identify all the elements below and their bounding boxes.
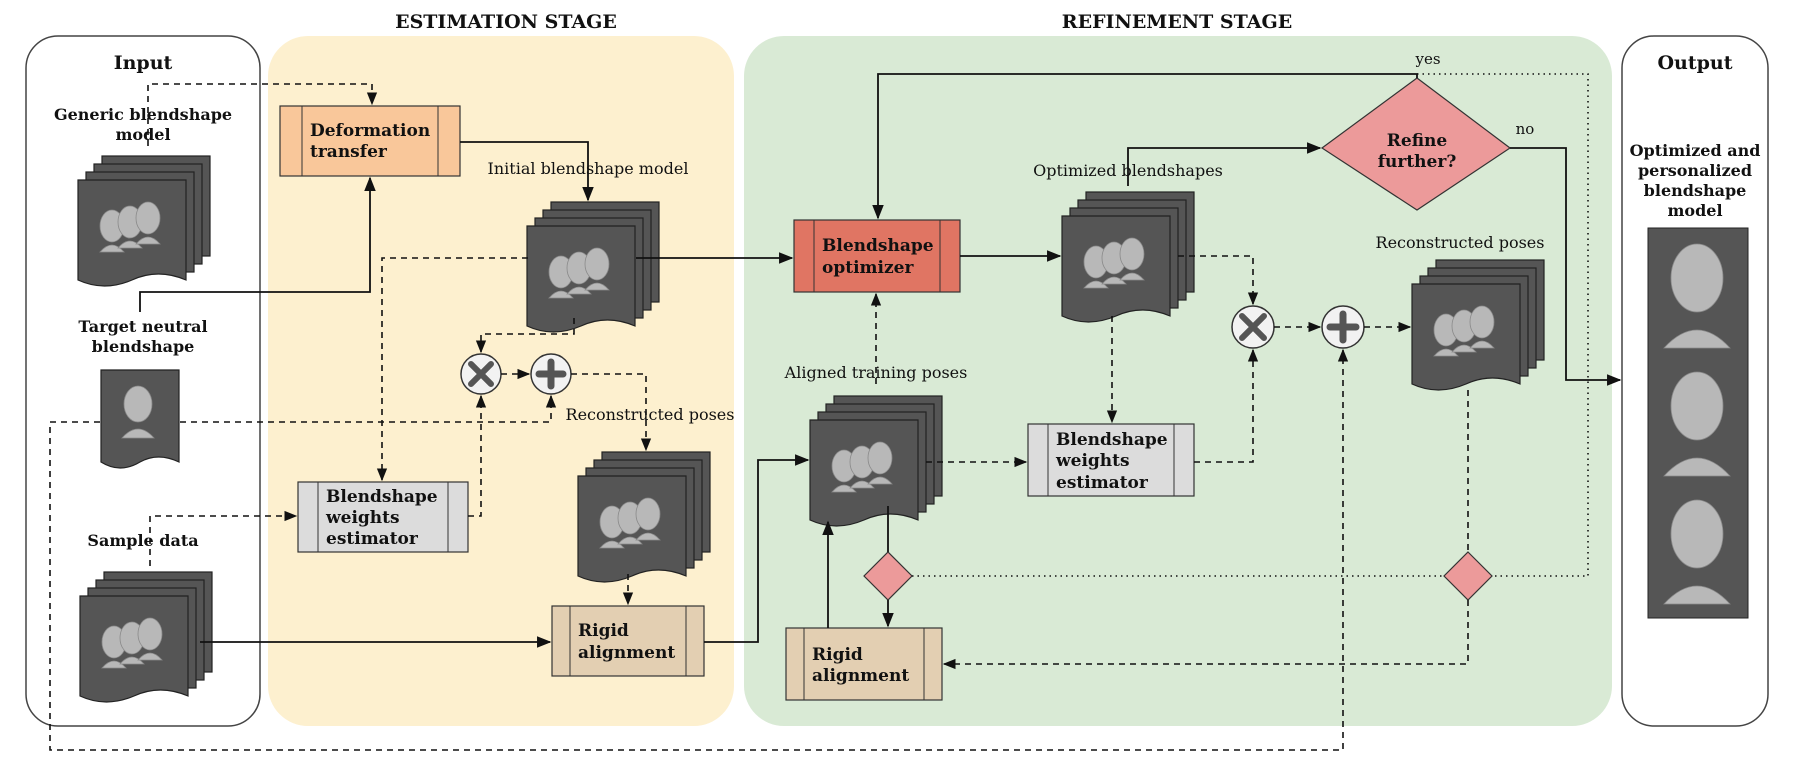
input-panel-title: Input	[114, 52, 173, 74]
output-panel-title: Output	[1657, 52, 1732, 74]
output-label-1: Optimized and	[1630, 141, 1761, 160]
estimation-weights-estimator-box	[297, 481, 469, 553]
estimation-stage-title: ESTIMATION STAGE	[395, 11, 617, 33]
est-weights-label-3: estimator	[326, 529, 419, 549]
est-weights-label-2: weights	[325, 508, 400, 528]
target-neutral-thumb	[100, 369, 180, 469]
sample-data-stack	[79, 571, 213, 703]
output-faces	[1647, 227, 1749, 619]
ref-weights-estimator-box	[1027, 423, 1195, 497]
ref-reconstructed-label: Reconstructed poses	[1376, 233, 1545, 252]
connectors	[49, 73, 1622, 751]
est-reconstructed-stack	[577, 451, 711, 583]
target-neutral-label-2: blendshape	[92, 337, 195, 356]
refinement-stage-title: REFINEMENT STAGE	[1062, 11, 1292, 33]
deformation-transfer-box	[279, 105, 461, 177]
output-label-3: blendshape	[1644, 181, 1747, 200]
target-neutral-label-1: Target neutral	[78, 317, 207, 336]
ref-weights-label-2: weights	[1055, 451, 1130, 471]
yes-label: yes	[1414, 50, 1440, 68]
refinement-stage-bg	[744, 36, 1612, 726]
generic-blendshape-label-2: model	[115, 125, 170, 144]
ref-rigid-label-1: Rigid	[812, 645, 863, 665]
est-multiply-node	[460, 353, 502, 395]
est-rigid-label-2: alignment	[578, 643, 675, 663]
est-reconstructed-label: Reconstructed poses	[566, 405, 735, 424]
blendshape-optimizer-box	[793, 219, 961, 293]
generic-blendshape-stack	[77, 155, 211, 287]
deformation-transfer-label-1: Deformation	[310, 121, 430, 141]
optimizer-label-1: Blendshape	[822, 236, 934, 256]
ref-weights-label-3: estimator	[1056, 473, 1149, 493]
decision-label-1: Refine	[1387, 131, 1448, 151]
est-weights-label-1: Blendshape	[326, 487, 438, 507]
ref-rigid-alignment-box	[785, 627, 943, 701]
decision-label-2: further?	[1378, 152, 1457, 172]
output-label-2: personalized	[1638, 161, 1752, 180]
sample-data-label: Sample data	[87, 531, 198, 550]
aligned-training-stack	[809, 395, 943, 527]
ref-add-node	[1321, 305, 1365, 349]
est-rigid-alignment-box	[551, 605, 705, 677]
ref-multiply-node	[1231, 305, 1275, 349]
optimized-blendshapes-stack	[1061, 191, 1195, 323]
optimizer-label-2: optimizer	[822, 258, 914, 278]
initial-model-stack	[526, 201, 660, 333]
ref-reconstructed-stack	[1411, 259, 1545, 391]
est-rigid-label-1: Rigid	[578, 621, 629, 641]
deformation-transfer-label-2: transfer	[310, 142, 388, 162]
est-add-node	[530, 353, 572, 395]
ref-rigid-label-2: alignment	[812, 666, 909, 686]
refine-decision-diamond	[1320, 77, 1512, 211]
ref-weights-label-1: Blendshape	[1056, 430, 1168, 450]
output-label-4: model	[1667, 201, 1722, 220]
no-label: no	[1516, 120, 1535, 138]
generic-blendshape-label-1: Generic blendshape	[54, 105, 232, 124]
